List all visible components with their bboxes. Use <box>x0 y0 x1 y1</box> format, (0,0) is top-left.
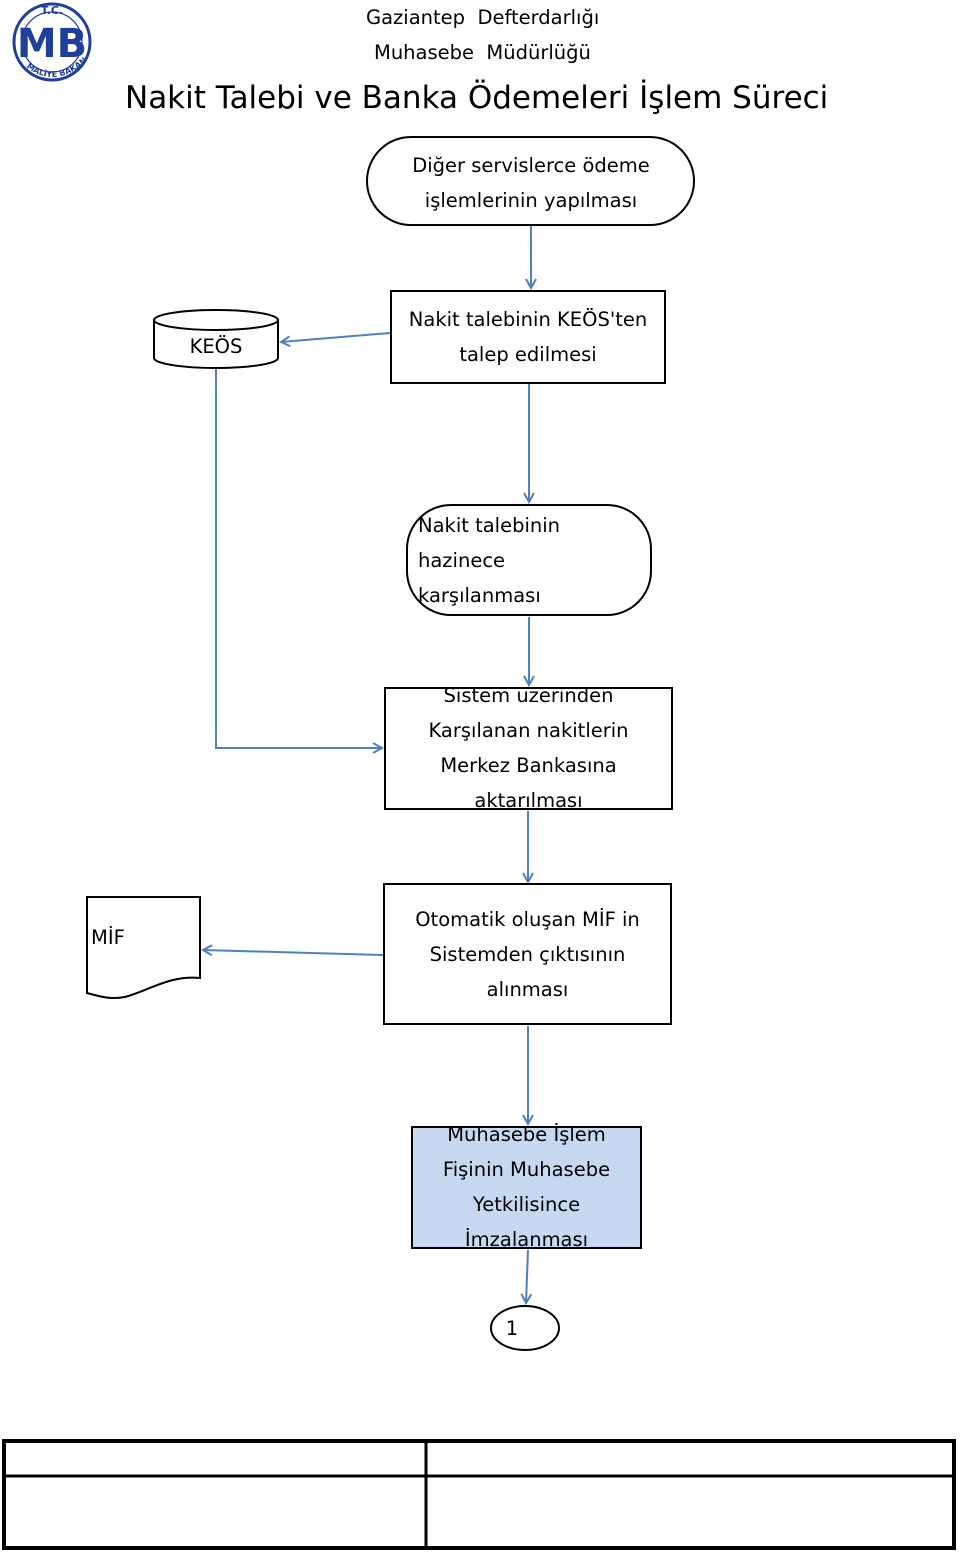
start-node-label: Diğer servislerce ödeme işlemlerinin yap… <box>412 154 650 212</box>
treasury-node-label: Nakit talebinin hazinece karşılanması <box>418 513 561 607</box>
footer-table-border <box>2 1439 956 1550</box>
footer-table <box>2 1439 956 1550</box>
arrow-mif-print-to-doc <box>203 950 384 955</box>
mif-print-process-shape <box>383 883 672 1025</box>
mif-print-node-label: Otomatik oluşan MİF in Sistemden çıktısı… <box>415 907 640 1001</box>
logo-tc-text: T.C. <box>41 4 63 17</box>
mif-doc-label: MİF <box>91 925 125 949</box>
transfer-process-shape <box>384 687 673 810</box>
keos-request-process-shape <box>390 290 666 384</box>
org-name-line2: Muhasebe Müdürlüğü <box>374 41 591 64</box>
keos-db-label: KEÖS <box>189 334 243 358</box>
sign-process-shape <box>411 1126 642 1249</box>
maliye-logo: T.C. MB MALİYE BAKANLIĞI <box>0 0 92 82</box>
org-name-line1: Gaziantep Defterdarlığı <box>366 6 600 29</box>
sign-node-label: Muhasebe İşlem Fişinin Muhasebe Yetkilis… <box>442 1123 611 1251</box>
arrow-request-to-keos <box>281 332 391 342</box>
mif-document-shape <box>86 896 201 1000</box>
arrow-keos-to-transfer <box>215 368 382 748</box>
connectors <box>203 226 531 1303</box>
keos-database-shape <box>153 309 279 369</box>
page-title: Nakit Talebi ve Banka Ödemeleri İşlem Sü… <box>125 80 829 116</box>
logo-letters: MB <box>17 21 87 67</box>
connector-circle-shape <box>490 1305 560 1351</box>
keos-request-label: Nakit talebinin KEÖS'ten talep edilmesi <box>408 308 648 366</box>
arrow-sign-to-connector <box>526 1249 528 1303</box>
start-terminator-shape <box>366 136 695 226</box>
connector-label: 1 <box>505 1316 519 1340</box>
transfer-node-label: Sistem üzerinden Karşılanan nakitlerin M… <box>428 684 629 812</box>
treasury-terminator-shape <box>406 504 652 616</box>
